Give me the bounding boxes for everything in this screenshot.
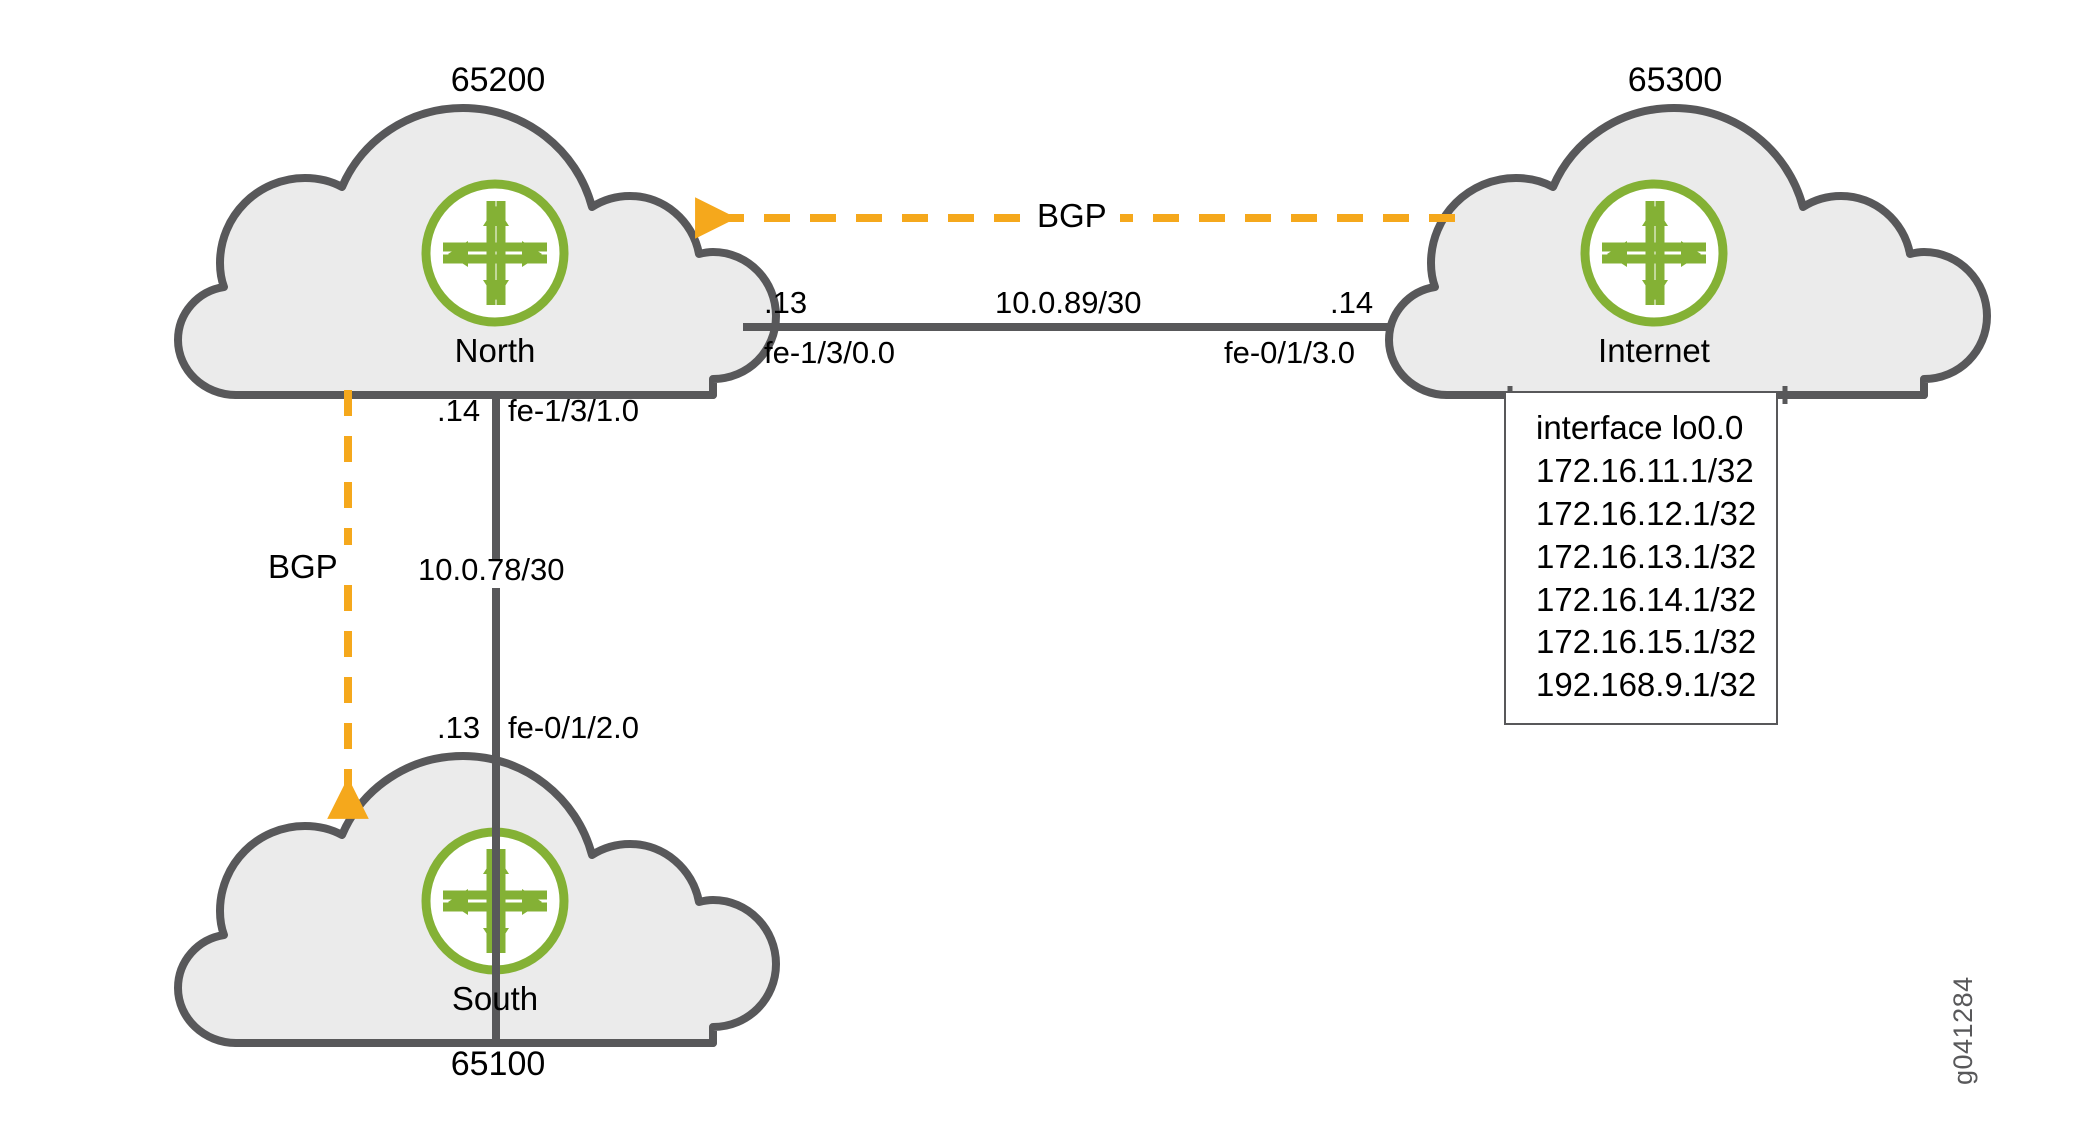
link-host-internet-fe0-1-3: .14 (1330, 285, 1374, 320)
node-label-internet: Internet (1598, 332, 1710, 369)
figure-watermark: g041284 (1948, 976, 1978, 1085)
as-label-south: 65100 (450, 1045, 546, 1083)
config-line: 172.16.11.1/32 (1536, 451, 1754, 489)
router-icon-north (426, 184, 564, 322)
router-icon-internet (1585, 184, 1723, 322)
bgp-label-north-south: BGP (268, 548, 338, 585)
link-subnet-north-internet: 10.0.89/30 (995, 285, 1142, 320)
config-line: 172.16.15.1/32 (1536, 623, 1757, 661)
node-label-south: South (451, 980, 539, 1017)
link-subnet-north-south: 10.0.78/30 (418, 552, 565, 587)
config-line: 172.16.13.1/32 (1536, 537, 1757, 575)
link-interface-internet-fe0-1-3: fe-0/1/3.0 (1224, 335, 1355, 370)
config-box-internet-loopbacks: interface lo0.0 172.16.11.1/32 172.16.12… (1504, 391, 1778, 726)
config-line: 192.168.9.1/32 (1536, 666, 1757, 704)
link-host-south-fe0-1-2: .13 (437, 710, 481, 745)
as-label-internet: 65300 (1627, 61, 1723, 99)
link-interface-north-fe1-3-1: fe-1/3/1.0 (508, 393, 639, 428)
config-line: interface lo0.0 (1536, 409, 1744, 446)
config-line: 172.16.12.1/32 (1536, 494, 1757, 532)
link-interface-north-fe1-3-0: fe-1/3/0.0 (764, 335, 895, 370)
link-host-north-fe1-3-0: .13 (764, 285, 808, 320)
node-label-north: North (454, 332, 536, 369)
link-interface-south-fe0-1-2: fe-0/1/2.0 (508, 710, 639, 745)
config-line: 172.16.14.1/32 (1536, 580, 1757, 618)
as-label-north: 65200 (450, 61, 546, 99)
bgp-label-internet-north: BGP (1037, 197, 1107, 234)
link-host-north-fe1-3-1: .14 (437, 393, 481, 428)
